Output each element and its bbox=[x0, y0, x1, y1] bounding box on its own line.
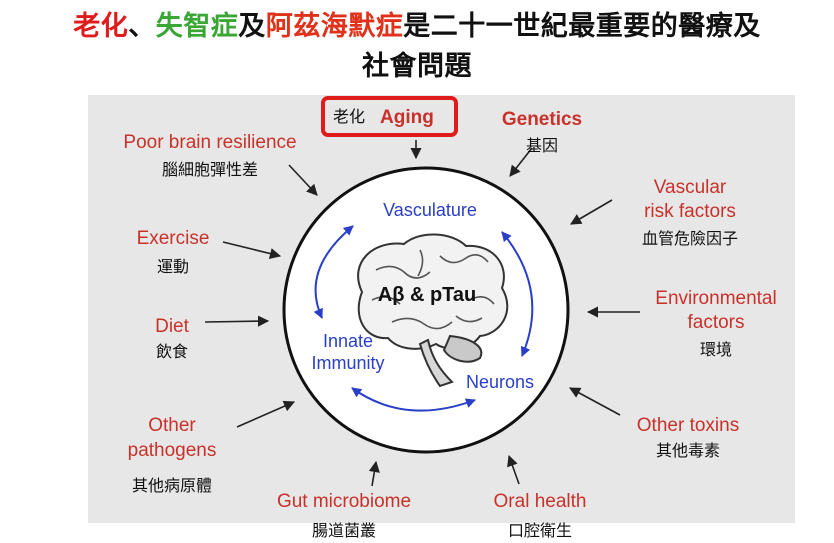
oral-health-label-en: Oral health bbox=[493, 491, 587, 512]
title-segment-2: 失智症 bbox=[155, 11, 239, 42]
arrow-other-pathogens bbox=[236, 400, 296, 428]
title-segment-5: 是二十一世紀最重要的醫療及 bbox=[403, 11, 761, 42]
amyloid-tau-label: Aβ & pTau bbox=[377, 284, 477, 306]
exercise-label-zh: 運動 bbox=[156, 257, 189, 276]
gut-microbiome-label-zh: 腸道菌叢 bbox=[311, 521, 376, 540]
arrow-exercise bbox=[222, 241, 282, 260]
other-pathogens-label-en-2: pathogens bbox=[127, 440, 217, 461]
cycle-arrow-bottom bbox=[351, 387, 476, 412]
title-segment-3: 及 bbox=[238, 11, 266, 42]
vascular-label-zh: 血管危險因子 bbox=[641, 229, 738, 248]
arrow-brain-resilience bbox=[288, 164, 318, 196]
other-toxins-label-zh: 其他毒素 bbox=[655, 441, 720, 460]
title-segment-0: 老化 bbox=[73, 11, 129, 42]
arrow-vascular bbox=[570, 199, 613, 225]
environmental-label-en-1: Environmental bbox=[655, 288, 777, 309]
other-pathogens-label-en-1: Other bbox=[148, 415, 196, 436]
oral-health-label-zh: 口腔衛生 bbox=[507, 521, 572, 540]
genetics-label-en: Genetics bbox=[501, 109, 583, 130]
cycle-arrow-right bbox=[501, 231, 534, 357]
slide-title-line-1: 老化、失智症及阿茲海默症是二十一世紀最重要的醫療及 bbox=[0, 4, 834, 43]
title-segment-4: 阿茲海默症 bbox=[265, 11, 404, 42]
other-toxins-label-en: Other toxins bbox=[636, 415, 740, 436]
environmental-label-zh: 環境 bbox=[699, 340, 732, 359]
arrow-gut-microbiome bbox=[368, 460, 380, 487]
neurons-label: Neurons bbox=[465, 372, 535, 392]
brain-resilience-label-en: Poor brain resilience bbox=[123, 132, 297, 153]
environmental-label-en-2: factors bbox=[687, 312, 745, 333]
arrow-other-toxins bbox=[569, 387, 621, 416]
exercise-label-en: Exercise bbox=[136, 228, 210, 249]
gut-microbiome-label-en: Gut microbiome bbox=[276, 491, 412, 512]
arrow-diet bbox=[204, 315, 270, 327]
diet-label-zh: 飲食 bbox=[155, 342, 188, 361]
brain-resilience-label-zh: 腦細胞彈性差 bbox=[161, 160, 258, 179]
slide-title-line-2: 社會問題 bbox=[362, 51, 472, 82]
aging-highlight-box bbox=[321, 96, 458, 137]
cycle-arrow-left bbox=[313, 225, 354, 319]
diet-label-en: Diet bbox=[155, 316, 189, 337]
vascular-label-en-2: risk factors bbox=[644, 201, 736, 222]
aging-label-en: Aging bbox=[380, 107, 434, 128]
innate-immunity-label-1: Innate bbox=[322, 331, 374, 351]
genetics-label-zh: 基因 bbox=[525, 136, 558, 155]
aging-label-zh: 老化 bbox=[333, 107, 366, 126]
innate-immunity-label-2: Immunity bbox=[311, 353, 385, 373]
arrow-oral-health bbox=[507, 454, 520, 485]
vascular-label-en-1: Vascular bbox=[653, 177, 727, 198]
other-pathogens-label-zh: 其他病原體 bbox=[131, 476, 212, 495]
arrow-genetics bbox=[509, 147, 533, 177]
title-segment-1: 、 bbox=[128, 11, 156, 42]
vasculature-label: Vasculature bbox=[383, 200, 477, 220]
